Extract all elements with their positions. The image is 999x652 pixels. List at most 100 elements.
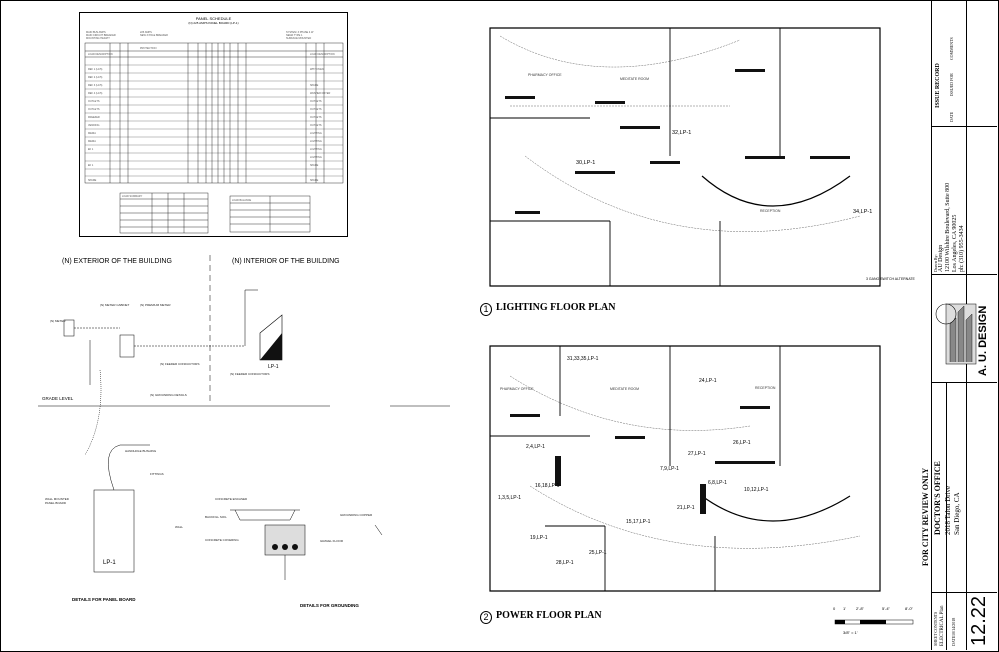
power-circuit-10: 21,LP-1 [677, 505, 695, 511]
svg-text:MAIN BUS AMPS: MAIN BUS AMPS [86, 31, 106, 34]
svg-text:MEDITATE ROOM: MEDITATE ROOM [610, 387, 639, 391]
svg-text:(N) FEEDER CONDUCTORS: (N) FEEDER CONDUCTORS [160, 362, 199, 366]
panel-schedule-title: PANEL SCHEDULE [195, 16, 232, 21]
lighting-circuit-3: 34,LP-1 [853, 209, 873, 215]
svg-text:OUTLETS: OUTLETS [310, 124, 322, 127]
scale-mark-0: 0 [833, 606, 836, 611]
title-block-hline-4 [931, 592, 997, 593]
svg-text:WASHER DRYER: WASHER DRYER [310, 92, 330, 95]
svg-text:REF 1 (L1/5): REF 1 (L1/5) [88, 68, 102, 71]
power-circuit-6: 7,9,LP-1 [660, 466, 679, 472]
svg-text:(N) GROUNDING DETAILS: (N) GROUNDING DETAILS [150, 393, 187, 397]
title-block-border-1 [931, 0, 932, 650]
svg-text:225 AMPS: 225 AMPS [140, 31, 152, 34]
power-circuit-13: 19,LP-1 [530, 535, 548, 541]
svg-text:(N) FEEDER CONDUCTORS: (N) FEEDER CONDUCTORS [230, 372, 269, 376]
grade-level-label: GRADE LEVEL [42, 396, 74, 401]
svg-text:SURFACE MOUNTED: SURFACE MOUNTED [286, 37, 311, 40]
svg-text:WALL MOUNTED: WALL MOUNTED [45, 497, 70, 501]
sheet-number: 12.22 [968, 595, 990, 646]
title-block-border-2 [946, 382, 947, 650]
exterior-label: (N) EXTERIOR OF THE BUILDING [62, 258, 172, 265]
svg-text:(N) METER CABINET: (N) METER CABINET [100, 303, 130, 307]
scale-mark-1: 1' [843, 606, 846, 611]
ground-rod-icon [264, 524, 306, 556]
power-circuit-15: 25,LP-1 [589, 550, 607, 556]
firm-address-2: Los Angeles, CA 90025 [952, 214, 958, 272]
svg-text:SPARE: SPARE [310, 179, 319, 182]
scale-text: 3/8" = 1' [843, 630, 858, 635]
svg-text:VENDING: VENDING [88, 124, 99, 127]
power-circuit-14: 28,LP-1 [556, 560, 574, 566]
svg-text:RECEPTION: RECEPTION [760, 209, 781, 213]
lighting-circuit-1: 32,LP-1 [672, 130, 692, 136]
svg-text:MEDITATE ROOM: MEDITATE ROOM [620, 77, 649, 81]
title-block-hline-3 [931, 382, 997, 383]
title-block-hline-1 [931, 126, 997, 127]
svg-text:MEDIA: MEDIA [88, 132, 96, 135]
lighting-plan-number: 1 [480, 303, 492, 316]
lighting-circuit-2: 30,LP-1 [576, 160, 596, 166]
interior-label: (N) INTERIOR OF THE BUILDING [232, 258, 340, 265]
svg-text:LIGHTING: LIGHTING [310, 132, 322, 135]
scale-mark-3: 5'-4" [882, 606, 890, 611]
svg-text:GROUNDING COPPER: GROUNDING COPPER [340, 513, 373, 517]
svg-text:SPARE: SPARE [310, 84, 319, 87]
riser-and-details-drawing: (N) METER (N) METER CABINET (N) PREMIUM … [38, 255, 450, 580]
svg-text:CONCRETE ENCASED: CONCRETE ENCASED [215, 497, 248, 501]
power-circuit-11: 10,12,LP-1 [744, 487, 769, 493]
project-address-1: 2018 Talon Drive [944, 485, 952, 535]
svg-text:LIGHTING: LIGHTING [310, 156, 322, 159]
svg-text:WALL: WALL [175, 525, 183, 529]
comments-header: COMMENTS [949, 37, 954, 60]
svg-text:LIGHTING: LIGHTING [310, 148, 322, 151]
svg-text:LOAD DESCRIPTION: LOAD DESCRIPTION [88, 53, 113, 56]
panel-schedule: PANEL SCHEDULE (N) 225 AMPS PANEL BOARD … [79, 12, 348, 237]
sheet-contents-value: ELECTRICAL Plan [940, 605, 945, 646]
panel-board-details-title: DETAILS FOR PANEL BOARD [72, 597, 136, 602]
firm-address-1: 12100 Wilshire Boulevard, Suite 800 [945, 182, 951, 272]
power-circuit-5: 27,LP-1 [688, 451, 706, 457]
svg-text:SPARE: SPARE [310, 164, 319, 167]
lighting-plan-title: LIGHTING FLOOR PLAN [496, 302, 616, 313]
power-circuit-7: 6,8,LP-1 [708, 480, 727, 486]
scale-mark-2: 2'-8" [856, 606, 864, 611]
svg-text:EF 1: EF 1 [88, 148, 94, 151]
svg-text:(N) PREMIUM METER: (N) PREMIUM METER [140, 303, 171, 307]
scale-bar [834, 619, 914, 625]
power-circuit-12: 15,17,LP-1 [626, 519, 651, 525]
switch-note: 3 GANG SWITCH ALTERNATE [866, 277, 915, 281]
issue-record-label: ISSUE RECORD [935, 63, 941, 108]
power-circuit-2: 24,LP-1 [699, 378, 717, 384]
svg-text:OUTLETS: OUTLETS [88, 108, 100, 111]
svg-text:OUTLETS: OUTLETS [310, 116, 322, 119]
svg-text:CONCRETE COVERING: CONCRETE COVERING [205, 538, 239, 542]
svg-text:REF 3 (L1/5): REF 3 (L1/5) [88, 84, 102, 87]
svg-text:OUTLETS: OUTLETS [310, 100, 322, 103]
svg-text:GRAVEL FLOOR: GRAVEL FLOOR [320, 539, 344, 543]
power-circuit-9: 1,3,5,LP-1 [498, 495, 522, 501]
svg-text:NEMA TYPE 1: NEMA TYPE 1 [286, 34, 303, 37]
firm-logo [935, 303, 977, 365]
date-value: 10/14/2018 [951, 617, 956, 636]
svg-text:MAIN CIRCUIT BREAKER: MAIN CIRCUIT BREAKER [86, 34, 116, 37]
svg-text:LOAD SUMMARY: LOAD SUMMARY [122, 195, 143, 198]
svg-text:FREEZER: FREEZER [88, 116, 100, 119]
panel-board-tag: LP-1 [103, 560, 116, 566]
svg-text:PANEL BOARD: PANEL BOARD [45, 501, 67, 505]
svg-text:MEDIA: MEDIA [88, 140, 96, 143]
svg-text:SYSTEM: 3 PHASE 4 W: SYSTEM: 3 PHASE 4 W [286, 31, 314, 34]
svg-text:(N) METER: (N) METER [50, 319, 66, 323]
power-circuit-4: 26,LP-1 [733, 440, 751, 446]
firm-name: AU Design [938, 244, 944, 272]
svg-text:OUTLETS: OUTLETS [88, 100, 100, 103]
scale-mark-4: 8'-0" [905, 606, 913, 611]
issued-for-header: ISSUED FOR [949, 73, 954, 96]
date-label: DATE [951, 635, 956, 646]
svg-text:EF 1: EF 1 [88, 164, 94, 167]
svg-text:NEW 3 POLE BREAKER: NEW 3 POLE BREAKER [140, 34, 168, 37]
svg-text:OUTLETS: OUTLETS [310, 108, 322, 111]
power-plan-number: 2 [480, 611, 492, 624]
